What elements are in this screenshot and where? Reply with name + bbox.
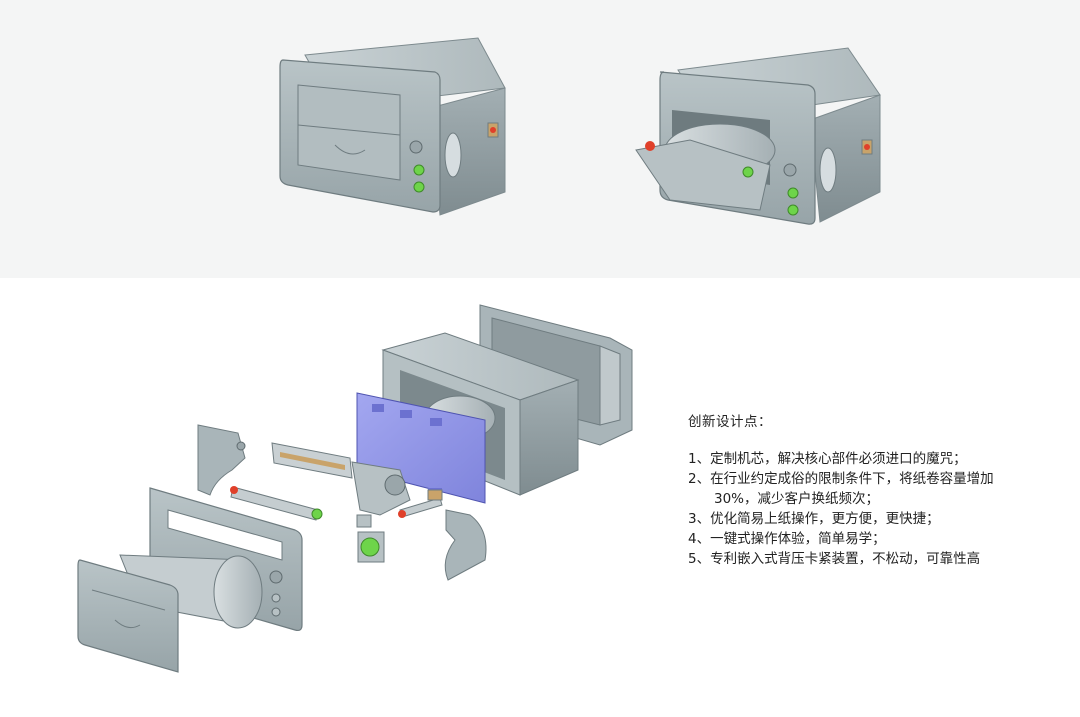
paper-roll (119, 554, 263, 629)
notes-heading: 创新设计点： (688, 414, 772, 430)
exploded-view (77, 304, 633, 673)
gear-module (357, 531, 385, 563)
top-render-area (0, 0, 1080, 278)
note-item-4: 4、一键式操作体验，简单易学； (688, 531, 886, 547)
side-bracket-left (197, 424, 246, 496)
note-item-3: 3、优化简易上纸操作，更方便，更快捷； (688, 511, 940, 527)
printer-open (635, 47, 881, 225)
note-item-1: 1、定制机芯，解决核心部件必须进口的魔咒； (688, 451, 967, 467)
platen-roller (230, 486, 323, 521)
paper-cover (77, 559, 179, 673)
note-item-2-continued: 30%，减少客户换纸频次； (714, 491, 880, 507)
print-head-assembly (271, 442, 411, 528)
side-bracket-right (444, 509, 487, 581)
feed-shaft (398, 489, 443, 518)
note-item-5: 5、专利嵌入式背压卡紧装置，不松动，可靠性高 (688, 551, 981, 567)
innovation-notes: 创新设计点： 1、定制机芯，解决核心部件必须进口的魔咒； 2、在行业约定成俗的限… (688, 412, 1068, 569)
note-item-2: 2、在行业约定成俗的限制条件下，将纸卷容量增加 (688, 471, 994, 487)
printer-closed (279, 37, 506, 216)
